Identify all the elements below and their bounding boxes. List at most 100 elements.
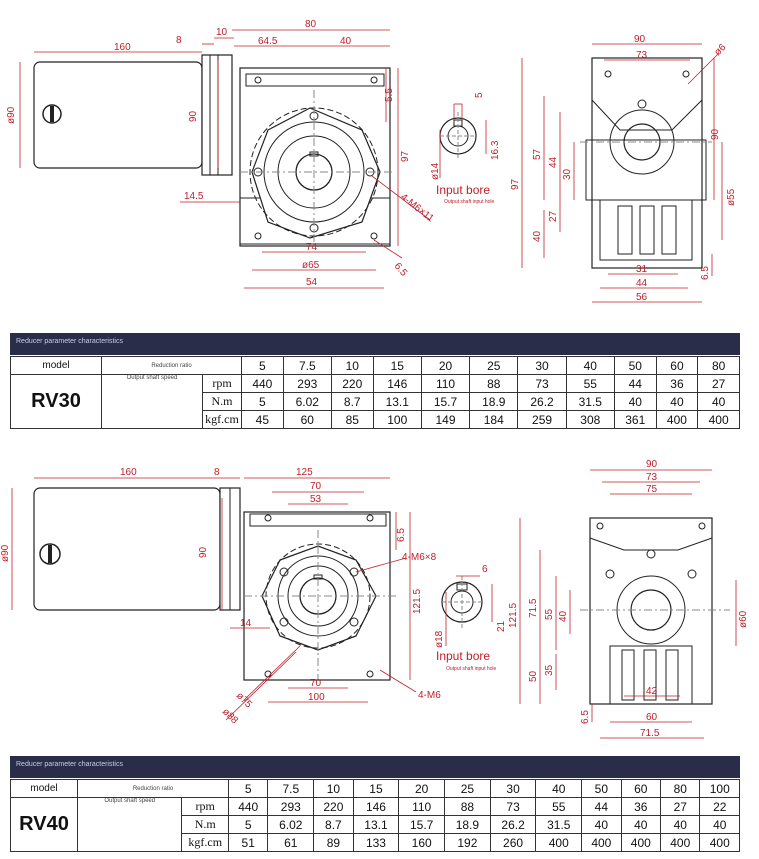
rv40-rpm: 293 [267, 797, 315, 816]
rv30-nm: 5 [241, 392, 284, 411]
rv40-rpm: 36 [620, 797, 662, 816]
rv30-dim-8: 8 [176, 35, 182, 46]
rv40-dim-90: 90 [198, 546, 209, 558]
rv40-kgf: 400 [699, 833, 740, 852]
rv30-dim-90: 90 [188, 110, 199, 122]
rv30-speed-label: Output shaft speed [101, 374, 203, 429]
rv30-ratio: 80 [697, 356, 740, 375]
rv40-kgf: 192 [444, 833, 491, 852]
rv30-side-31: 31 [636, 264, 648, 275]
rv30-kgf: 308 [565, 410, 615, 429]
rv40-rpm: 44 [581, 797, 622, 816]
rv30-rpm: 146 [372, 374, 422, 393]
rv30-dim-40: 40 [340, 36, 352, 47]
rv40-ratio: 80 [660, 779, 701, 798]
rv40-input-bore-detail [441, 576, 483, 628]
rv30-side-body [591, 57, 703, 269]
rv30-kgf: 149 [420, 410, 471, 429]
rv30-drawing: 80 160 8 10 64.5 40 ø90 90 97 5.5 14.5 4… [6, 19, 737, 303]
rv40-unit-kgf: kgf.cm [181, 833, 229, 852]
rv40-dim-m6: 4-M6 [418, 690, 441, 701]
rv40-kgf: 61 [267, 833, 315, 852]
rv40-rpm: 55 [535, 797, 583, 816]
rv40-kgf: 51 [227, 833, 269, 852]
rv40-kgf: 400 [581, 833, 622, 852]
rv40-ratio: 60 [620, 779, 662, 798]
rv30-rpm: 440 [241, 374, 284, 393]
rv40-kgf: 260 [489, 833, 537, 852]
rv30-nm: 26.2 [517, 392, 567, 411]
rv40-kgf: 400 [535, 833, 583, 852]
rv40-model-label: model [10, 779, 78, 798]
rv40-nm: 13.1 [352, 815, 400, 834]
rv30-kgf: 45 [241, 410, 284, 429]
rv40-drawing: 125 160 8 70 53 ø90 90 6.5 121.5 14 4-M6… [0, 459, 749, 739]
rv30-dim-phi90: ø90 [6, 106, 17, 124]
rv40-nm: 8.7 [313, 815, 354, 834]
rv30-ratio: 40 [565, 356, 615, 375]
rv30-shaft-key: 5 [474, 92, 485, 98]
rv40-ratio: 10 [313, 779, 354, 798]
rv40-dim-6-5: 6.5 [396, 528, 407, 542]
rv40-side-50: 50 [528, 670, 539, 682]
rv30-nm: 31.5 [565, 392, 615, 411]
rv30-rpm: 110 [420, 374, 471, 393]
rv40-side-42: 42 [646, 686, 658, 697]
rv30-side-56: 56 [636, 292, 648, 303]
rv40-side-35: 35 [544, 664, 555, 676]
rv30-input-bore-sublabel: Output shaft input hole [444, 199, 495, 205]
rv30-side-30: 30 [562, 168, 573, 180]
rv30-nm: 8.7 [330, 392, 374, 411]
rv40-side-121-5: 121.5 [508, 603, 519, 628]
rv40-ratio-label: Reduction ratio [77, 779, 229, 798]
rv30-rpm: 73 [517, 374, 567, 393]
rv40-ratio: 20 [398, 779, 446, 798]
rv40-model-name: RV40 [10, 797, 78, 852]
rv40-side-90: 90 [646, 459, 658, 470]
rv30-rpm: 88 [469, 374, 519, 393]
rv40-terminal-icon [39, 543, 61, 565]
rv40-nm: 26.2 [489, 815, 537, 834]
rv40-side-40: 40 [558, 610, 569, 622]
rv30-rpm: 44 [613, 374, 657, 393]
rv30-side-44b: 44 [636, 278, 648, 289]
rv30-dim-10: 10 [216, 27, 228, 38]
rv30-nm: 40 [697, 392, 740, 411]
rv40-rpm: 440 [227, 797, 269, 816]
rv30-ratio: 10 [330, 356, 374, 375]
rv30-kgf: 259 [517, 410, 567, 429]
rv30-ratio: 50 [613, 356, 657, 375]
rv40-dim-100: 100 [308, 692, 325, 703]
rv30-side-phi55: ø55 [726, 188, 737, 206]
rv30-dim-14-5: 14.5 [184, 191, 204, 202]
rv40-side-phi60: ø60 [738, 610, 749, 628]
rv30-side-40: 40 [532, 230, 543, 242]
rv40-dim-phi90: ø90 [0, 544, 11, 562]
rv30-dim-6-5: 6.5 [392, 261, 410, 279]
rv30-side-97: 97 [510, 178, 521, 190]
rv40-nm: 5 [227, 815, 269, 834]
rv40-rpm: 22 [699, 797, 740, 816]
rv30-dim-5-5: 5.5 [384, 88, 395, 102]
rv30-dim-54: 54 [306, 277, 318, 288]
rv40-dim-121-5: 121.5 [412, 589, 423, 614]
rv40-ratio: 15 [352, 779, 400, 798]
rv40-ratio: 25 [444, 779, 491, 798]
rv30-input-bore-detail [439, 112, 477, 160]
rv30-dim-74: 74 [306, 242, 318, 253]
rv30-kgf: 60 [282, 410, 332, 429]
rv30-ratio: 15 [372, 356, 422, 375]
rv40-dim-8: 8 [214, 467, 220, 478]
rv40-kgf: 400 [660, 833, 701, 852]
rv40-ratio: 7.5 [267, 779, 315, 798]
rv30-nm: 6.02 [282, 392, 332, 411]
rv30-model-label: model [10, 356, 102, 375]
rv30-kgf: 100 [372, 410, 422, 429]
rv40-ratio: 100 [699, 779, 740, 798]
rv40-unit-nm: N.m [181, 815, 229, 834]
rv40-nm: 40 [581, 815, 622, 834]
rv40-rpm: 73 [489, 797, 537, 816]
rv30-side-44: 44 [548, 156, 559, 168]
rv30-kgf: 400 [655, 410, 699, 429]
rv30-kgf: 400 [697, 410, 740, 429]
